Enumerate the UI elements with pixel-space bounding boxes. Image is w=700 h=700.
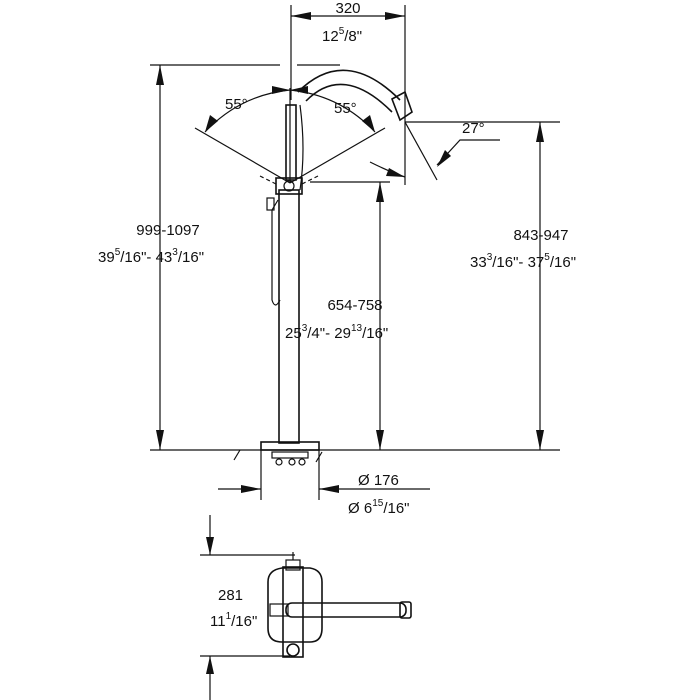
spout-angle: 27° <box>462 120 485 137</box>
swivel-right-angle: 55° <box>334 100 357 117</box>
handle-height-mm: 654-758 <box>327 297 382 314</box>
swivel-left-angle: 55° <box>225 96 248 113</box>
outlet-height-mm: 843-947 <box>513 227 568 244</box>
base-diameter-mm: Ø 176 <box>358 472 399 489</box>
outlet-height-inch: 333/16"- 375/16" <box>470 252 576 271</box>
plan-depth-mm: 281 <box>218 587 243 604</box>
total-height-mm: 999-1097 <box>136 222 199 239</box>
dimension-labels: 320 125/8" 55° 55° 27° 999-1097 395/16"-… <box>98 0 576 630</box>
plan-depth-inch: 111/16" <box>210 611 257 630</box>
dimension-lines <box>150 5 560 700</box>
spout-reach-mm: 320 <box>335 0 360 17</box>
side-view-faucet <box>233 69 413 466</box>
handle-height-inch: 253/4"- 2913/16" <box>285 323 388 342</box>
base-diameter-inch: Ø 615/16" <box>348 498 410 517</box>
plan-view-faucet <box>267 552 412 658</box>
total-height-inch: 395/16"- 433/16" <box>98 247 204 266</box>
spout-reach-inch: 125/8" <box>322 26 362 45</box>
